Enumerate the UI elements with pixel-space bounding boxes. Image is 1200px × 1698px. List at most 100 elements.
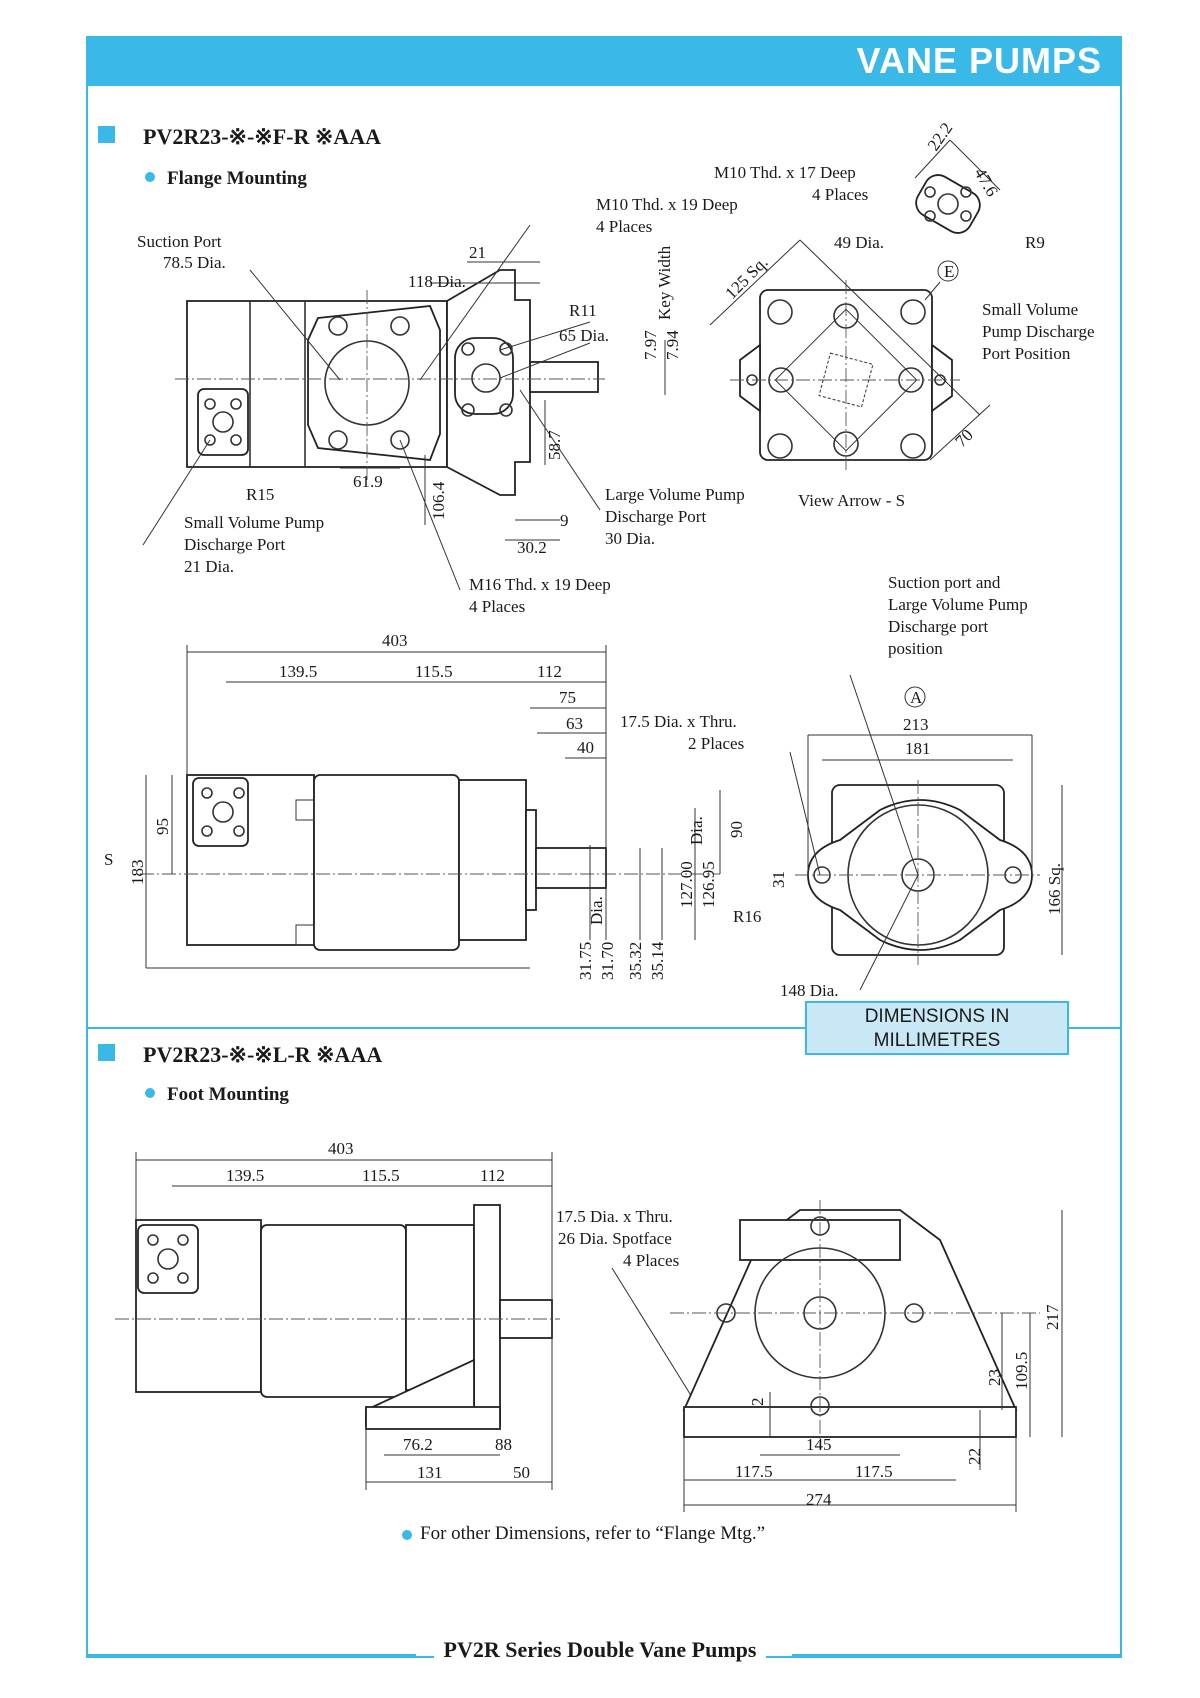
label-d63: 63	[566, 714, 583, 733]
label-r15: R15	[246, 485, 274, 504]
section1-marker	[98, 126, 115, 143]
footer-rule-left	[86, 1654, 416, 1656]
label-d12700: 127.00	[677, 861, 696, 908]
section-divider	[86, 1027, 1122, 1029]
label-circle-a: A	[910, 688, 923, 707]
label-f-d403: 403	[328, 1139, 354, 1158]
other-dimensions-note: For other Dimensions, refer to “Flange M…	[420, 1523, 766, 1544]
label-f-d88: 88	[495, 1435, 512, 1454]
label-m10-19-1: M10 Thd. x 19 Deep	[596, 195, 738, 214]
section1-title: PV2R23-※-※F-R ※AAA	[143, 124, 381, 149]
footer-title: PV2R Series Double Vane Pumps	[433, 1637, 767, 1662]
label-d9: 9	[560, 511, 569, 530]
label-d181: 181	[905, 739, 931, 758]
label-sq166: 166 Sq.	[1045, 863, 1064, 915]
label-f-d2: 2	[748, 1398, 767, 1407]
header-banner: VANE PUMPS	[86, 36, 1122, 86]
label-d31: 31	[769, 871, 788, 888]
label-small-dis-1: Small Volume Pump	[184, 513, 324, 532]
page-title: VANE PUMPS	[856, 40, 1102, 81]
label-f-d1175a: 117.5	[735, 1462, 773, 1481]
label-small-port-pos-2: Pump Discharge	[982, 322, 1095, 341]
label-d112: 112	[537, 662, 562, 681]
label-d21: 21	[469, 243, 486, 262]
label-dia118: 118 Dia.	[408, 272, 466, 291]
label-f-d23: 23	[985, 1369, 1004, 1386]
label-f-thru-1: 17.5 Dia. x Thru.	[556, 1207, 673, 1226]
label-dia-s: Dia.	[587, 896, 606, 925]
label-r9: R9	[1025, 233, 1045, 252]
section2-title: PV2R23-※-※L-R ※AAA	[143, 1042, 383, 1067]
label-d3532: 35.32	[626, 942, 645, 980]
label-suction-port-2: 78.5 Dia.	[163, 253, 226, 272]
label-small-dis-3: 21 Dia.	[184, 557, 234, 576]
label-suction-port-1: Suction Port	[137, 232, 222, 251]
section2-subtitle: Foot Mounting	[167, 1084, 289, 1105]
label-m16-1: M16 Thd. x 19 Deep	[469, 575, 611, 594]
label-small-dis-2: Discharge Port	[184, 535, 285, 554]
label-f-d145: 145	[806, 1435, 832, 1454]
note-bullet	[402, 1530, 412, 1540]
section1-subtitle: Flange Mounting	[167, 168, 307, 189]
label-circle-e: E	[944, 262, 954, 281]
label-d12695: 126.95	[699, 861, 718, 908]
dimensions-note-line2: MILLIMETRES	[873, 1030, 1001, 1051]
label-d619: 61.9	[353, 472, 383, 491]
label-f-d274: 274	[806, 1490, 832, 1509]
flange-port-view	[142, 224, 666, 591]
label-dia65: 65 Dia.	[559, 326, 609, 345]
label-thru-1: 17.5 Dia. x Thru.	[620, 712, 737, 731]
dimensions-note-box: DIMENSIONS IN MILLIMETRES	[805, 1001, 1069, 1055]
section1-bullet	[145, 172, 155, 182]
label-d1064: 106.4	[429, 481, 448, 520]
label-suction-large-1: Suction port and	[888, 573, 1001, 592]
label-f-d112: 112	[480, 1166, 505, 1185]
label-large-dis-3: 30 Dia.	[605, 529, 655, 548]
flange-front-view	[789, 674, 1063, 991]
label-small-port-pos-3: Port Position	[982, 344, 1071, 363]
dimensions-note-line1: DIMENSIONS IN	[864, 1006, 1010, 1027]
label-d70: 70	[951, 425, 976, 450]
label-f-d1175b: 117.5	[855, 1462, 893, 1481]
label-f-thru-3: 4 Places	[623, 1251, 679, 1270]
label-d1395: 139.5	[279, 662, 317, 681]
label-dia-v: Dia.	[687, 816, 706, 845]
section2-bullet	[145, 1088, 155, 1098]
label-large-dis-2: Discharge Port	[605, 507, 706, 526]
label-d90: 90	[727, 821, 746, 838]
label-d213: 213	[903, 715, 929, 734]
label-suction-large-4: position	[888, 639, 943, 658]
label-f-d217: 217	[1043, 1304, 1062, 1330]
label-m10-17-1: M10 Thd. x 17 Deep	[714, 163, 856, 182]
label-large-dis-1: Large Volume Pump	[605, 485, 745, 504]
label-f-d1095: 109.5	[1012, 1352, 1031, 1390]
label-d75: 75	[559, 688, 576, 707]
section2-marker	[98, 1044, 115, 1061]
view-arrow-s	[709, 139, 1001, 470]
footer-rule-right	[792, 1654, 1122, 1656]
flange-side-view	[140, 645, 721, 969]
label-m10-19-2: 4 Places	[596, 217, 652, 236]
foot-front-view	[670, 1200, 1063, 1512]
label-d302: 30.2	[517, 538, 547, 557]
label-d403: 403	[382, 631, 408, 650]
label-s: S	[104, 850, 113, 869]
label-f-d131: 131	[417, 1463, 443, 1482]
label-f-d762: 76.2	[403, 1435, 433, 1454]
label-d183: 183	[128, 860, 147, 886]
label-d222: 22.2	[924, 119, 957, 154]
label-d3175: 31.75	[576, 942, 595, 980]
label-r11: R11	[569, 301, 597, 320]
label-suction-large-3: Discharge port	[888, 617, 989, 636]
label-thru-2: 2 Places	[688, 734, 744, 753]
label-d1155: 115.5	[415, 662, 453, 681]
label-small-port-pos-1: Small Volume	[982, 300, 1078, 319]
label-r16: R16	[733, 907, 761, 926]
label-k794: 7.94	[663, 330, 682, 360]
label-f-thru-2: 26 Dia. Spotface	[558, 1229, 672, 1248]
footer: PV2R Series Double Vane Pumps	[0, 1637, 1200, 1663]
label-f-d1155: 115.5	[362, 1166, 400, 1185]
foot-side-view	[115, 1152, 701, 1490]
label-key-width: Key Width	[655, 245, 674, 320]
